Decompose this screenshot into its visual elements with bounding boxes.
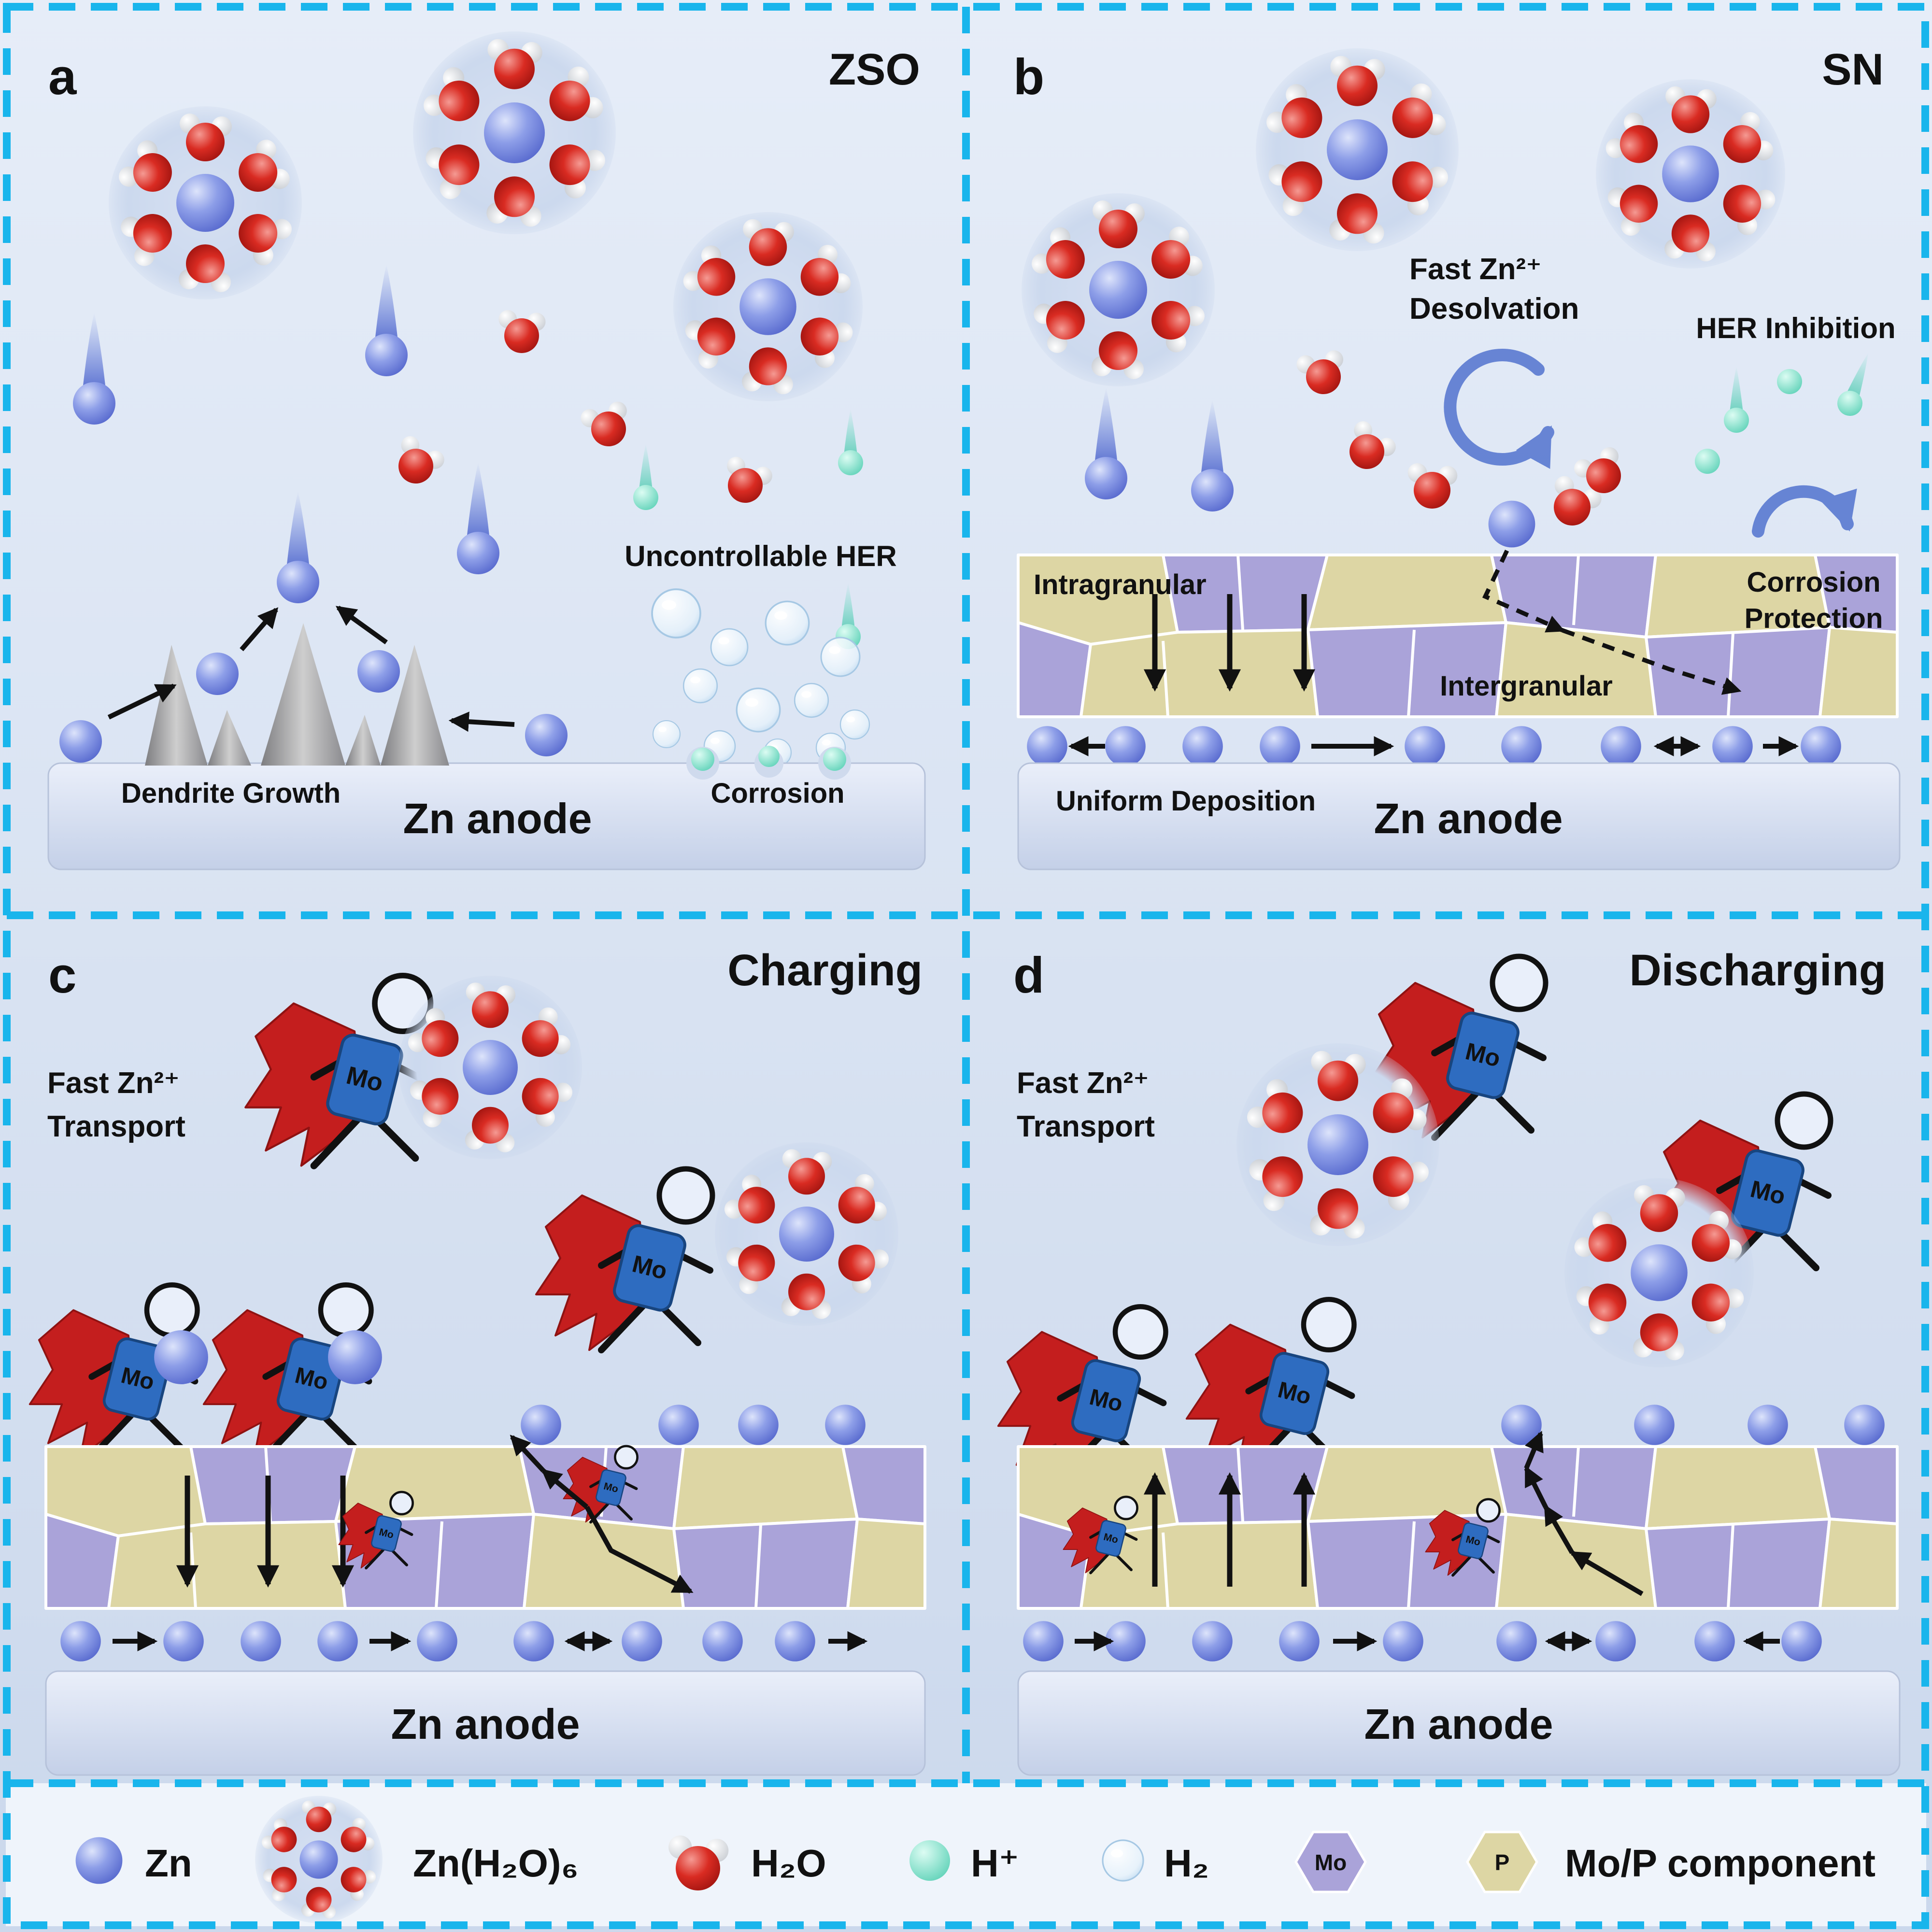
proton-icon: [823, 748, 846, 771]
zn-ion-icon: [196, 653, 239, 695]
zn-ion-icon: [525, 714, 568, 756]
dendrite-icon: [145, 623, 449, 766]
proton-legend-icon: [909, 1840, 950, 1881]
transport-label-d-1: Fast Zn²⁺: [1017, 1066, 1149, 1100]
her-inhibition-label: HER Inhibition: [1696, 312, 1895, 344]
desolvation-label-2: Desolvation: [1409, 292, 1579, 326]
proton-icon: [1777, 369, 1802, 394]
zn-anode-label-d: Zn anode: [1364, 1700, 1553, 1748]
intragranular-arrows: [176, 1476, 355, 1588]
panel-b-title: SN: [1822, 45, 1884, 94]
zn-ion-icon: [825, 1405, 866, 1445]
panel-a-title: ZSO: [829, 45, 920, 94]
solvated-legend-icon: [255, 1796, 383, 1923]
intergranular-arrows: [1482, 550, 1742, 695]
zn-ion-icon: [328, 1330, 382, 1384]
transport-label-c-2: Transport: [47, 1110, 185, 1143]
dashed-frame: [3, 3, 1929, 1929]
transport-label-c-1: Fast Zn²⁺: [47, 1066, 180, 1100]
zn-anode-label-a: Zn anode: [403, 795, 592, 842]
p-hexagon-label: P: [1495, 1850, 1510, 1875]
proton-icon: [1695, 449, 1720, 474]
zn-anode-label-c: Zn anode: [391, 1700, 580, 1748]
solvated-cluster-icon: [109, 106, 302, 299]
corrosion-label: Corrosion: [710, 778, 844, 809]
zn-legend-label: Zn: [145, 1842, 192, 1885]
zn-anode-a: [47, 762, 926, 870]
proton-icon: [691, 748, 714, 771]
intergranular-arrows: [1524, 1431, 1644, 1596]
protection-label-1: Corrosion: [1747, 567, 1880, 598]
desolvation-label-1: Fast Zn²⁺: [1409, 253, 1542, 286]
p-hexagon-icon: [1466, 1831, 1538, 1893]
mop-layer: [46, 1447, 925, 1608]
panel-c-title: Charging: [727, 946, 923, 995]
solvated-cluster-icon: [413, 31, 616, 234]
intragranular-arrows: [1143, 594, 1316, 692]
solvated-cluster-icon: [1236, 1043, 1439, 1246]
panel-d: d Discharging Fast Zn²⁺ Transport Zn ano…: [998, 946, 1901, 1776]
solvated-legend-label: Zn(H₂O)₆: [413, 1842, 579, 1885]
intergranular-label: Intergranular: [1440, 670, 1613, 702]
protection-label-2: Protection: [1745, 603, 1883, 634]
uniform-deposition-label: Uniform Deposition: [1056, 785, 1316, 817]
zn-ion-icon: [1844, 1405, 1885, 1445]
zn-ion-icon: [357, 650, 400, 693]
proton-icon: [758, 746, 780, 767]
transport-label-d-2: Transport: [1017, 1110, 1155, 1143]
intragranular-arrows: [1143, 1472, 1316, 1587]
panel-d-title: Discharging: [1629, 946, 1886, 995]
zn-ion-icon: [1488, 500, 1535, 548]
panel-b: b SN Fast Zn²⁺ Desolvation HER Inhibitio…: [1013, 45, 1901, 870]
legend: Zn Zn(H₂O)₆ H₂O H⁺ H₂ Mo P Mo/P componen…: [75, 1796, 1875, 1923]
zn-ion-icon: [59, 720, 102, 763]
desolvation-arrow-icon: [1444, 349, 1554, 469]
zn-ion-icon: [521, 1405, 561, 1445]
zn-legend-icon: [75, 1837, 123, 1884]
panel-d-label: d: [1013, 947, 1044, 1004]
her-inhibition-arrow-icon: [1752, 485, 1857, 538]
solvated-cluster-icon: [673, 212, 863, 401]
h2-legend-label: H₂: [1164, 1842, 1209, 1885]
zn-ion-icon: [658, 1405, 699, 1445]
solvated-cluster-icon: [1022, 193, 1215, 386]
panel-c-label: c: [48, 947, 76, 1004]
zn-ion-icon: [1501, 1405, 1542, 1445]
zn-anode-c: [45, 1670, 926, 1776]
panel-c: c Charging Fast Zn²⁺ Transport Zn anode: [30, 946, 926, 1776]
mop-legend-label: Mo/P component: [1565, 1842, 1875, 1885]
solvated-cluster-icon: [715, 1142, 898, 1326]
zn-anode-b: [1017, 762, 1901, 870]
intergranular-arrows: [510, 1435, 694, 1594]
zn-ion-icon: [154, 1330, 208, 1384]
intragranular-label: Intragranular: [1034, 569, 1207, 600]
dendrite-growth-label: Dendrite Growth: [121, 778, 341, 809]
panel-b-label: b: [1013, 49, 1044, 105]
h2-legend-icon: [1102, 1839, 1144, 1882]
zn-anode-label-b: Zn anode: [1374, 795, 1563, 842]
water-legend-label: H₂O: [751, 1842, 826, 1885]
panel-a-label: a: [48, 49, 77, 105]
solvated-cluster-icon: [398, 976, 582, 1159]
mo-hexagon-label: Mo: [1315, 1850, 1347, 1875]
zn-ion-icon: [1634, 1405, 1675, 1445]
mo-hexagon-icon: [1294, 1831, 1367, 1893]
zn-anode-d: [1017, 1670, 1901, 1776]
solvated-cluster-icon: [1564, 1178, 1754, 1367]
zn-ion-icon: [738, 1405, 779, 1445]
deposition-arrows: [107, 605, 515, 732]
solvated-cluster-icon: [1596, 79, 1785, 269]
zn-ion-icon: [1747, 1405, 1788, 1445]
proton-legend-label: H⁺: [971, 1842, 1019, 1885]
panel-a: a ZSO Uncontrollable HER Dendrite Growth…: [47, 31, 926, 870]
uncontrollable-her-label: Uncontrollable HER: [625, 540, 896, 572]
solvated-cluster-icon: [1256, 48, 1459, 251]
